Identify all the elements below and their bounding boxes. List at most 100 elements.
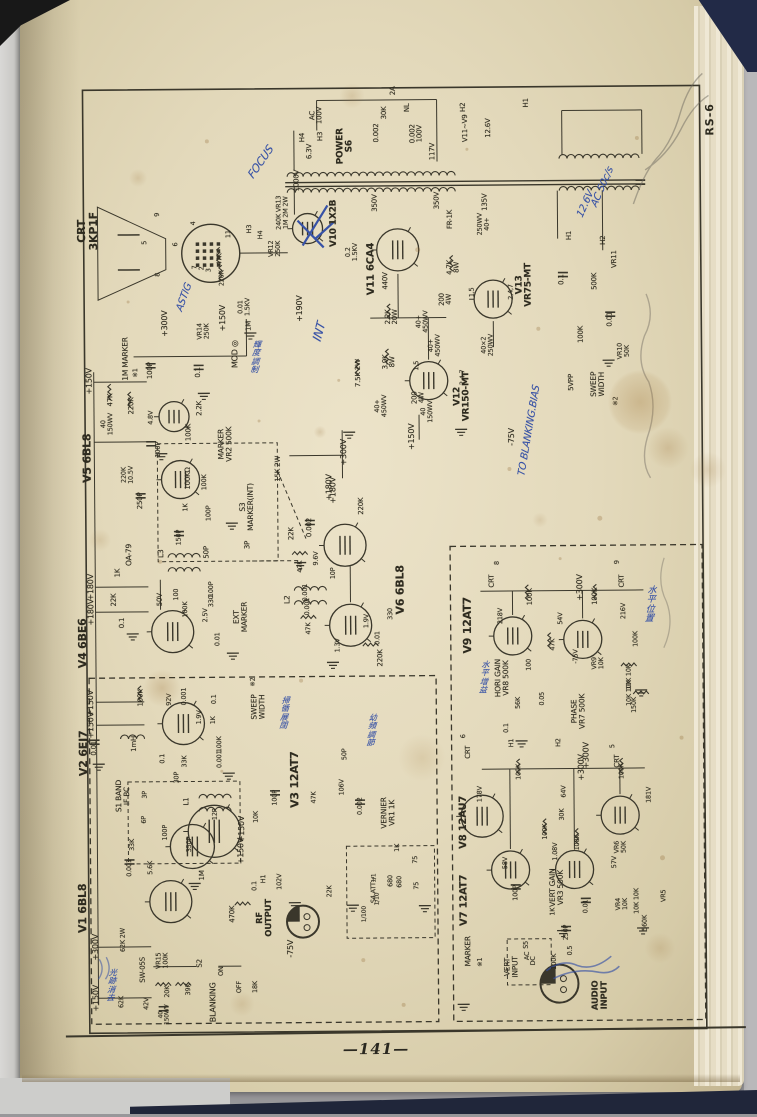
schematic-label: EXT MARKER <box>233 602 249 633</box>
schematic-label: 100P <box>205 506 212 522</box>
schematic-label: 30P <box>173 772 180 784</box>
schematic-label: 0.002 <box>357 797 364 815</box>
schematic-label: 50P <box>203 546 210 559</box>
schematic-label: 350V <box>434 192 441 209</box>
schematic-label: 12.6V <box>485 118 492 137</box>
schematic-label: V5 6BL8 <box>81 434 93 483</box>
schematic-label: 0.001 <box>304 598 311 616</box>
schematic-label: 40+ 450WV <box>415 310 429 332</box>
schematic-label: 100K <box>185 424 192 441</box>
schematic-label: 40×2 250WV <box>481 334 495 356</box>
foxing-speck <box>361 958 365 962</box>
schematic-label: H4 <box>257 231 264 240</box>
schematic-label: 58V <box>502 857 509 869</box>
schematic-label: MARKER <box>464 936 472 967</box>
schematic-label: 47K <box>311 792 318 804</box>
schematic-label: 100P <box>162 825 169 841</box>
schematic-label: 22K <box>288 527 295 540</box>
schematic-label: S3 MARKER(INT) <box>239 483 255 531</box>
schematic-label: 2,4,7 <box>508 284 515 300</box>
schematic-label: 18K <box>252 981 259 993</box>
schematic-label: 150P <box>176 530 183 546</box>
schematic-label: 220K <box>128 397 135 414</box>
schematic-label: 2.5V <box>202 608 209 622</box>
foxing-speck <box>465 148 468 151</box>
schematic-label: 135V <box>482 193 489 210</box>
schematic-label: 1.08V <box>552 843 559 861</box>
schematic-label: 0.01 <box>91 741 98 756</box>
schematic-label: 100K <box>578 326 585 343</box>
schematic-label: ※1 <box>477 958 484 967</box>
foxing-speck <box>299 679 303 683</box>
schematic-label: H1 <box>523 98 530 107</box>
schematic-label: V4 6BE6 <box>77 618 89 668</box>
schematic-label: H3 <box>246 225 253 234</box>
schematic-label: H1 <box>566 231 573 240</box>
schematic-label: NL <box>404 103 411 112</box>
schematic-label: 1K <box>115 569 122 578</box>
schematic-label: 2A <box>390 86 397 95</box>
schematic-label: 1.3V <box>334 638 341 652</box>
schematic-label: V13 VR75-MT <box>515 263 534 307</box>
schematic-label: 100 <box>173 589 180 601</box>
schematic-label: 0.1 <box>195 367 202 378</box>
schematic-label: 5 <box>141 241 148 245</box>
schematic-label: 40 150WV <box>100 413 114 435</box>
schematic-label: 0.1 <box>159 754 166 764</box>
schematic-label: 47K <box>216 253 223 265</box>
schematic-label: ON <box>218 966 225 976</box>
schematic-label: 1M <box>246 321 253 331</box>
schematic-label: ※1 <box>132 368 139 377</box>
schematic-label: 0.05 <box>539 692 546 706</box>
schematic-label: 47K <box>107 394 114 407</box>
schematic-label: 100KΩ <box>185 467 193 489</box>
schematic-label: 40 150WV <box>420 400 434 422</box>
schematic-label: 5.6K <box>147 861 154 875</box>
schematic-label: 6P <box>141 816 148 824</box>
schematic-label: 1K <box>210 716 217 724</box>
schematic-label: 250P <box>137 492 144 509</box>
schematic-label: CRT <box>465 746 472 759</box>
schematic-label: 1/100 <box>362 906 368 922</box>
schematic-label: 100K <box>216 736 223 752</box>
schematic-label: S2 <box>197 959 204 968</box>
schematic-label: 100K <box>542 824 549 840</box>
schematic-label: 220K 10.5V <box>121 466 135 484</box>
schematic-label: 0.1 <box>211 694 218 704</box>
schematic-label: 75 <box>413 882 420 890</box>
schematic-label: 10K <box>253 811 260 823</box>
foxing-speck <box>507 467 511 471</box>
schematic-label: +180V <box>329 477 338 504</box>
schematic-label: DC <box>530 956 537 965</box>
schematic-label: H2 <box>600 236 607 245</box>
schematic-label: 150K <box>631 697 638 713</box>
schematic-label: 7.5K 2W <box>355 359 363 387</box>
schematic-label: 40+ 450WV <box>428 334 442 356</box>
schematic-label: 33K <box>129 839 136 851</box>
schematic-label: 57V <box>611 856 618 868</box>
schematic-label: L2 <box>283 595 291 604</box>
schematic-label: 75 <box>412 856 419 864</box>
foxing-speck <box>337 379 340 382</box>
schematic-label: +150V <box>85 368 94 395</box>
schematic-label: 1M MARKER <box>121 337 129 381</box>
schematic-label: 100K <box>201 474 208 490</box>
schematic-label: 117V <box>429 143 436 160</box>
schematic-label: 5VPP <box>568 374 575 391</box>
schematic-label: 50V <box>157 593 164 606</box>
schematic-label: 100P <box>272 790 279 806</box>
schematic-label: +150V <box>237 838 246 865</box>
schematic-label: 250P <box>563 925 570 941</box>
schematic-label: ※2 <box>612 397 619 406</box>
schematic-label: V10 1X2B <box>330 200 340 247</box>
schematic-label: VR11 <box>611 250 618 268</box>
schematic-label: 0.1 <box>119 618 126 629</box>
foxing-speck <box>680 736 684 740</box>
schematic-label: 1000V <box>293 170 301 192</box>
schematic-label: 30K <box>381 106 388 119</box>
schematic-label: 100K <box>592 588 599 605</box>
schematic-label: ※2 <box>250 677 257 686</box>
schematic-label: 0.001 <box>216 750 223 768</box>
